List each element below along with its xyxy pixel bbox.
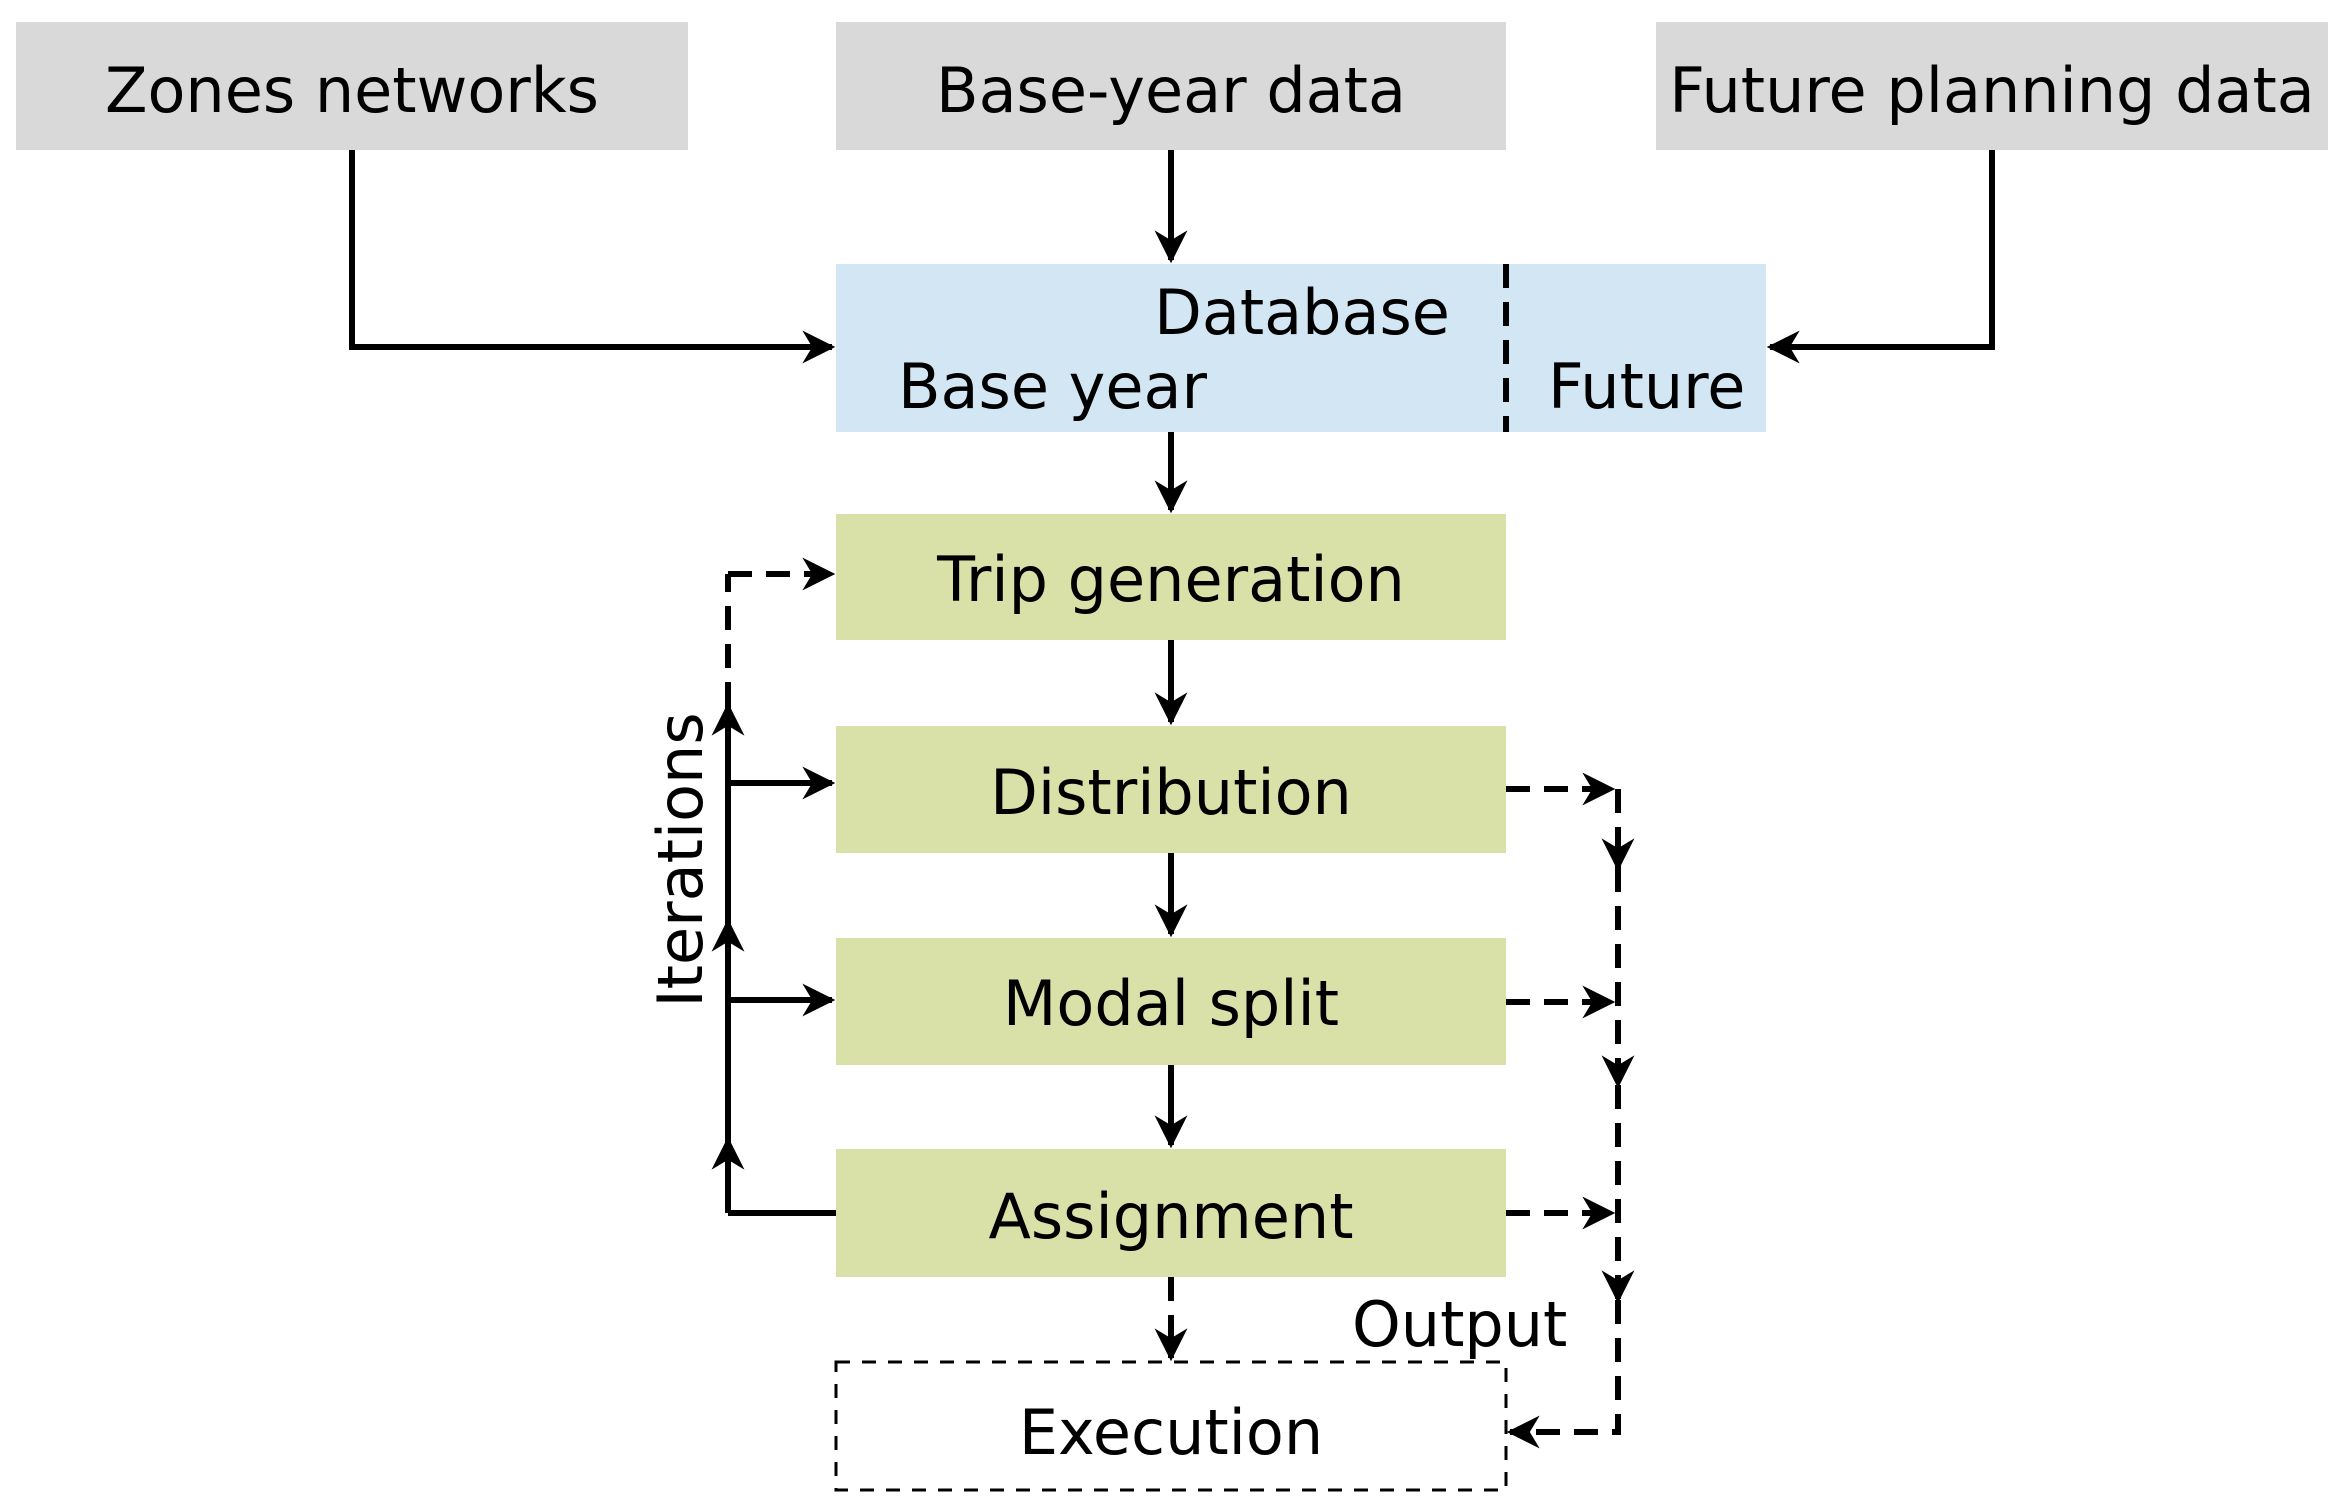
trip-generation-rect bbox=[836, 514, 1506, 640]
database-box: Database Base year Future bbox=[836, 264, 1766, 432]
base-year-data-label: Base-year data bbox=[936, 54, 1406, 127]
modal-split-box: Modal split bbox=[836, 938, 1506, 1065]
trip-generation-box: Trip generation bbox=[836, 514, 1506, 640]
arrow-zones-to-database bbox=[349, 150, 836, 364]
distribution-box: Distribution bbox=[836, 726, 1506, 853]
output-arrow-to-execution bbox=[1506, 1300, 1621, 1449]
database-future-label: Future bbox=[1548, 350, 1745, 423]
database-rect bbox=[836, 264, 1766, 432]
execution-label: Execution bbox=[1019, 1396, 1323, 1469]
base-year-data-box: Base-year data bbox=[836, 22, 1506, 150]
execution-rect bbox=[834, 1360, 1508, 1492]
arrow-future-to-database bbox=[1766, 150, 1995, 364]
zones-networks-rect bbox=[16, 22, 688, 150]
assignment-rect bbox=[836, 1149, 1506, 1277]
iterations-label: Iterations bbox=[644, 712, 717, 1007]
assignment-label: Assignment bbox=[988, 1180, 1353, 1253]
future-planning-data-label: Future planning data bbox=[1669, 54, 2315, 127]
assignment-box: Assignment bbox=[836, 1149, 1506, 1277]
execution-box: Execution bbox=[834, 1360, 1508, 1492]
future-planning-data-box: Future planning data bbox=[1656, 22, 2328, 150]
database-base-year-label: Base year bbox=[898, 350, 1208, 423]
base-year-data-rect bbox=[836, 22, 1506, 150]
zones-networks-label: Zones networks bbox=[105, 54, 599, 127]
trip-generation-label: Trip generation bbox=[936, 543, 1405, 616]
database-title: Database bbox=[1154, 276, 1450, 349]
zones-networks-box: Zones networks bbox=[16, 22, 688, 150]
distribution-label: Distribution bbox=[990, 756, 1352, 829]
future-planning-data-rect bbox=[1656, 22, 2328, 150]
modal-split-rect bbox=[836, 938, 1506, 1065]
output-label: Output bbox=[1352, 1288, 1567, 1361]
distribution-rect bbox=[836, 726, 1506, 853]
modal-split-label: Modal split bbox=[1003, 967, 1339, 1040]
